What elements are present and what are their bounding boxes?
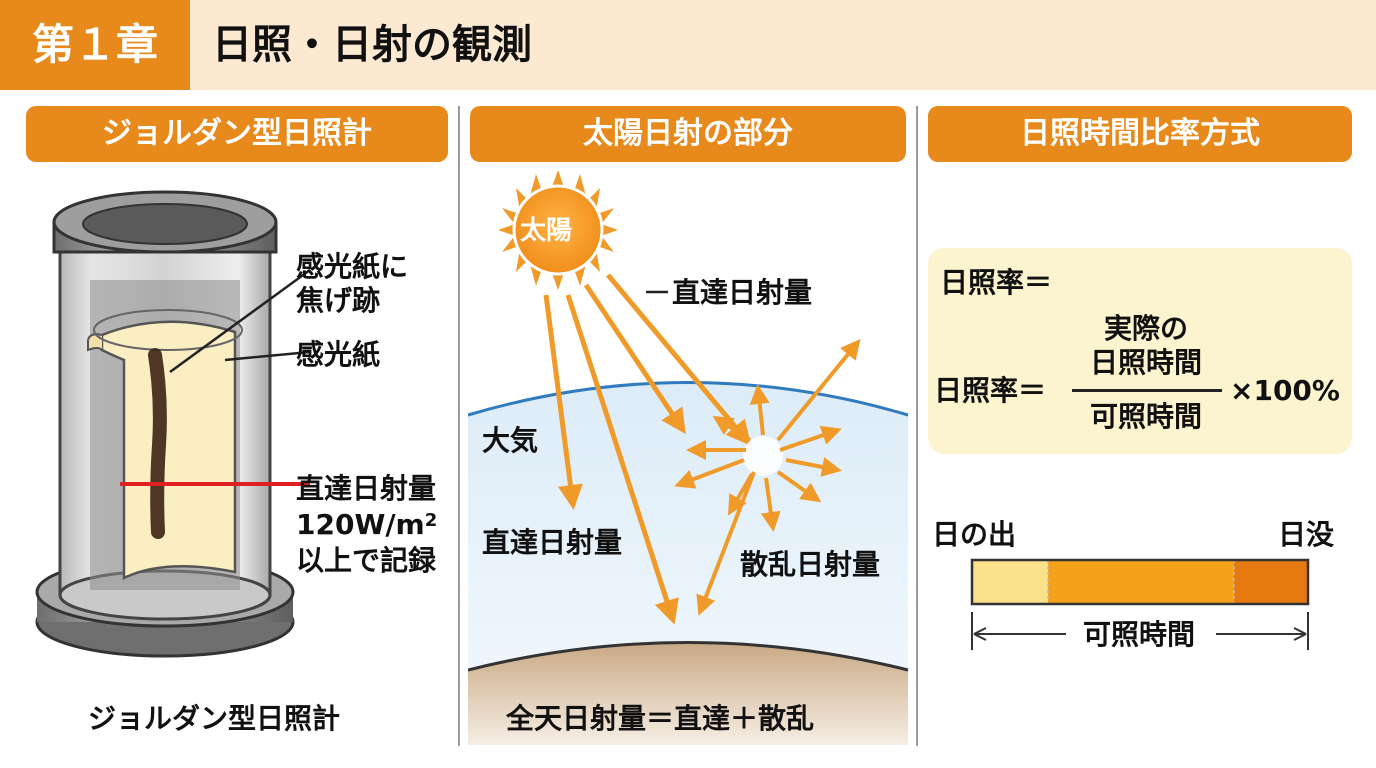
formula-lhs: 日照率＝	[934, 374, 1047, 407]
label-atmosphere: 大気	[482, 424, 539, 457]
left-panel-heading: ジョルダン型日照計	[26, 106, 448, 162]
bar-segment-main	[1048, 560, 1234, 604]
scattered-arrows	[674, 338, 861, 616]
formula-box	[928, 248, 1352, 454]
right-panel-heading: 日照時間比率方式	[928, 106, 1352, 162]
threshold-superscript: 2	[424, 510, 438, 531]
fraction-bar	[1072, 389, 1222, 392]
panel-divider-left	[458, 106, 460, 746]
atmosphere-boundary	[468, 381, 909, 417]
direct-beams	[543, 273, 752, 625]
panel-divider-right	[916, 106, 918, 746]
formula-label: 日照率＝	[940, 266, 1053, 299]
scattering-particle	[743, 436, 783, 476]
sun-label: 太陽	[520, 216, 573, 246]
bar-segment-early	[972, 560, 1048, 604]
label-direct-radiation: 直達日射量	[296, 472, 437, 505]
label-sunrise: 日の出	[932, 518, 1017, 551]
threshold-value: 120W/m	[296, 508, 425, 541]
label-direct-bottom: 直達日射量	[482, 526, 623, 559]
sun	[512, 184, 604, 276]
ground-region	[468, 642, 908, 745]
label-threshold: 120W/m2	[296, 508, 437, 542]
formula-denominator: 可照時間	[1089, 400, 1202, 433]
label-sunset: 日没	[1278, 518, 1335, 551]
sunshine-period-bar	[970, 558, 1310, 650]
formula-numerator-line1: 実際の	[1103, 312, 1188, 345]
solar-radiation-diagram	[468, 170, 909, 745]
label-record: 以上で記録	[296, 544, 437, 577]
left-panel-caption: ジョルダン型日照計	[88, 702, 341, 735]
middle-panel-heading: 太陽日射の部分	[470, 106, 906, 162]
chapter-badge: 第１章	[0, 0, 190, 90]
label-photosensitive-paper: 感光紙	[296, 338, 381, 371]
middle-panel-caption: 全天日射量＝直達＋散乱	[506, 702, 815, 735]
label-burn-mark: 感光紙に 焦げ跡	[296, 250, 409, 317]
photosensitive-paper	[100, 320, 237, 580]
label-possible-sunshine: 可照時間	[1082, 618, 1195, 651]
header-bar	[0, 0, 1376, 90]
page-title: 日照・日射の観測	[212, 22, 532, 68]
formula-multiplier: ×100%	[1230, 374, 1340, 407]
jordan-sunshine-recorder-illustration	[35, 190, 310, 658]
label-scattered: 散乱日射量	[740, 548, 881, 581]
formula-numerator-line2: 日照時間	[1089, 346, 1202, 379]
label-direct-top: 直達日射量	[672, 276, 813, 309]
bar-segment-late	[1234, 560, 1308, 604]
burn-mark	[148, 348, 167, 539]
